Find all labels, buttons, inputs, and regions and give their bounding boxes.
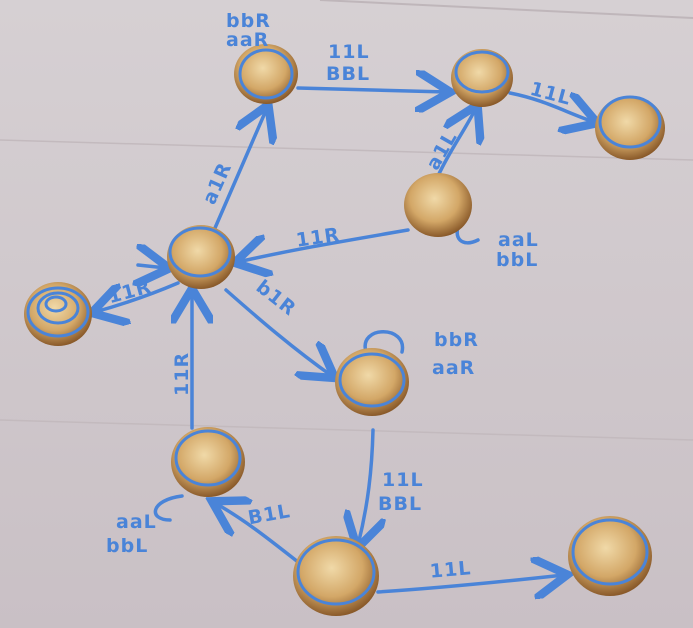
label-mid-to-bottom-2: BBL [378,493,422,515]
edge-mid-to-bottom [358,428,373,545]
state-mid [335,348,409,416]
paper-fold-top [319,0,693,19]
paper-fold-mid [0,139,693,161]
label-lowleft-self-2: bbL [106,535,148,557]
state-top [234,44,298,104]
edge-topright-to-farright [508,91,594,122]
edge-top-to-topright [296,88,447,92]
edge-mid-self-loop [363,330,405,354]
state-center [167,225,235,289]
label-mid-to-bottom-1: 11L [382,469,424,491]
state-bottomright [568,516,652,596]
label-bottom-to-bottomright: 11L [429,557,472,583]
label-mid-self-2: aaR [432,357,475,379]
label-top-self-2: aaR [226,29,269,51]
label-top-self-1: bbR [226,10,271,32]
edge-midright-to-topright [436,108,476,178]
label-midright-self-2: bbL [496,249,538,271]
edge-center-to-mid [224,288,332,376]
label-lowleft-self-1: aaL [116,511,157,533]
label-mid-self-1: bbR [434,329,479,351]
edge-left-to-center-stub [138,265,166,268]
state-topright [451,49,513,107]
state-left [24,282,92,346]
edge-bottom-to-bottomright [376,575,564,592]
edge-midright-to-center [238,228,410,262]
state-midright [404,173,472,237]
edge-center-to-top [213,108,267,230]
edge-bottom-to-lowleft [215,503,300,564]
label-lowleft-to-center: 11R [171,352,193,396]
paper-fold-low [0,419,693,441]
state-bottom [293,536,379,616]
state-farright [595,95,665,160]
edge-lowleft-self-loop [153,494,184,522]
label-midright-self-1: aaL [498,229,539,251]
label-top-to-topright-2: BBL [326,63,370,85]
label-top-to-topright-1: 11L [328,41,370,63]
state-lowleft [171,427,245,497]
